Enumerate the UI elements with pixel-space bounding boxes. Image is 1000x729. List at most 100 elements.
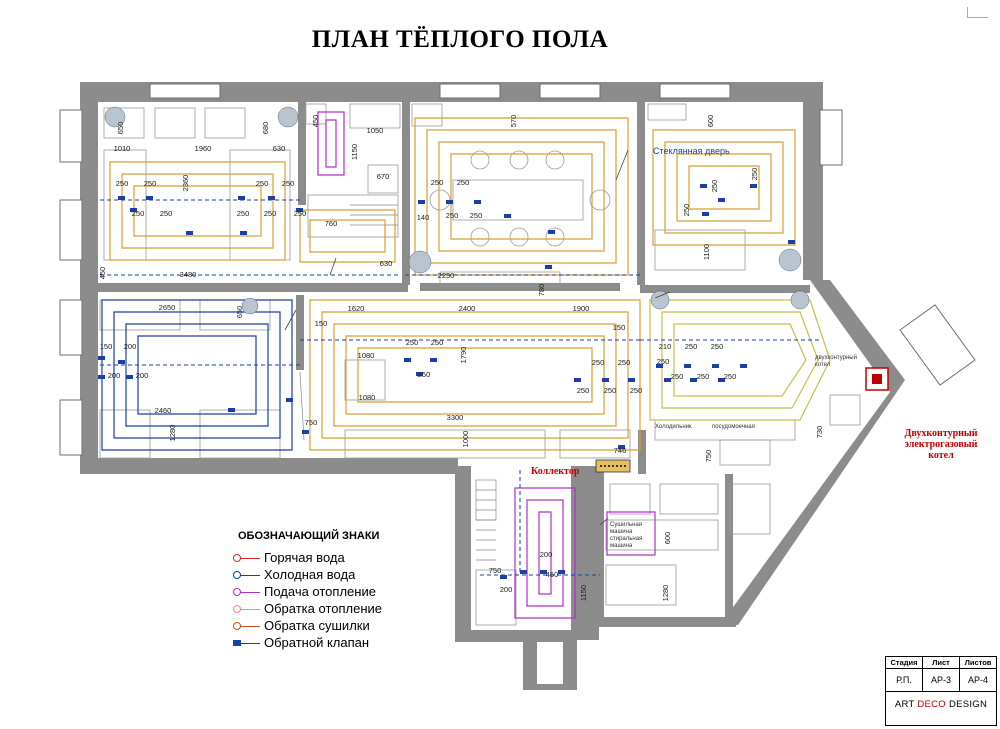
dimension-label: 600 [706, 115, 715, 128]
blue-dot-icon [230, 569, 260, 581]
brand-art: ART [894, 699, 915, 710]
check-valve-markers [98, 184, 795, 579]
legend-title: ОБОЗНАЧАЮЩИЙ ЗНАКИ [238, 530, 380, 542]
dimension-label: 250 [256, 179, 269, 188]
dimension-label: 250 [577, 386, 590, 395]
dimension-label: 746 [614, 446, 627, 455]
legend-item: Обратной клапан [230, 634, 460, 651]
dimension-label: 1050 [367, 126, 384, 135]
dimension-label: 3480 [180, 270, 197, 279]
dimension-label: 250 [431, 338, 444, 347]
sheet-corner-mark [967, 7, 988, 18]
collector-label: Коллектор [531, 466, 580, 477]
pipe-lines [100, 199, 820, 576]
dimension-label: 250 [116, 179, 129, 188]
dimension-label: 450 [546, 570, 559, 579]
glass-door-label: Стеклянная дверь [653, 146, 730, 156]
door-swings [284, 149, 671, 526]
boiler-icon [865, 367, 889, 391]
dimension-label: 450 [98, 267, 107, 280]
dimension-label: 1280 [168, 425, 177, 442]
dimension-label: 2360 [181, 175, 190, 192]
dimension-label: 650 [116, 122, 125, 135]
dimension-label: 250 [144, 179, 157, 188]
collector-box [595, 459, 631, 473]
dimension-label: 250 [264, 209, 277, 218]
legend-item-label: Обратка сушилки [264, 618, 370, 633]
dimension-label: 3300 [447, 413, 464, 422]
dimension-label: 2250 [438, 271, 455, 280]
dimension-label: 250 [604, 386, 617, 395]
red-dot-icon [230, 552, 260, 564]
sheets-value: АР-4 [967, 675, 988, 685]
boiler-label: Двухконтурный электрогазовый котел [904, 428, 978, 461]
sheets-header: Листов [964, 658, 992, 667]
dimension-label: 250 [671, 372, 684, 381]
dimension-label: 150 [613, 323, 626, 332]
title-block: Стадия Лист Листов Р.П. АР-3 АР-4 ART DE… [885, 656, 997, 726]
dimension-label: 150 [315, 319, 328, 328]
dimension-label: 250 [657, 357, 670, 366]
legend-item: Обратка сушилки [230, 617, 460, 634]
title-block-values: Р.П. АР-3 АР-4 [886, 669, 996, 692]
dimension-label: 250 [132, 209, 145, 218]
washer-label: Сушильная машина стиральная машина [610, 522, 643, 549]
dimension-label: 1900 [573, 304, 590, 313]
stage-header: Стадия [886, 657, 923, 668]
legend-item-label: Подача отопление [264, 584, 376, 599]
dimension-label: 250 [470, 211, 483, 220]
dimension-label: 1100 [702, 244, 711, 260]
dimension-label: 250 [592, 358, 605, 367]
dimension-label: 250 [457, 178, 470, 187]
dimension-label: 750 [704, 450, 713, 463]
windows [59, 83, 976, 456]
dimension-label: 600 [663, 532, 672, 545]
dimension-label: 650 [235, 306, 244, 319]
stage-value: Р.П. [886, 669, 923, 691]
dimension-label: 780 [537, 284, 546, 297]
heating-loops [101, 111, 831, 619]
dimension-label: 1080 [358, 351, 375, 360]
fridge-label: Холодильник [655, 424, 692, 430]
dimension-label: 250 [160, 209, 173, 218]
dimension-label: 250 [711, 342, 724, 351]
dimension-label: 250 [724, 372, 737, 381]
legend-item: Холодная вода [230, 566, 460, 583]
dimension-label: 1080 [359, 393, 376, 402]
dimension-label: 200 [540, 550, 553, 559]
page-title: ПЛАН ТЁПЛОГО ПОЛА [311, 26, 609, 53]
dimension-label: 250 [294, 209, 307, 218]
dimension-label: 750 [489, 566, 502, 575]
dimension-label: 250 [418, 370, 431, 379]
dimension-label: 2650 [159, 303, 176, 312]
dimension-label: 630 [273, 144, 286, 153]
stairs [299, 204, 496, 561]
dimension-label: 670 [377, 172, 390, 181]
legend-item: Подача отопление [230, 583, 460, 600]
legend-item-label: Холодная вода [264, 567, 356, 582]
dimension-label: 140 [417, 213, 430, 222]
walls [80, 82, 905, 690]
dimension-label: 1790 [459, 347, 468, 364]
dimension-label: 250 [685, 342, 698, 351]
brown-dot-icon [230, 620, 260, 632]
dimension-label: 630 [380, 259, 393, 268]
dimension-label: 200 [136, 371, 149, 380]
brand-deco: DECO [917, 699, 946, 710]
dimension-label: 250 [431, 178, 444, 187]
dimension-label: 1620 [348, 304, 365, 313]
dimension-label: 1010 [114, 144, 131, 153]
dimension-label: 2460 [155, 406, 172, 415]
dimension-label: 250 [697, 372, 710, 381]
dimension-label: 250 [406, 338, 419, 347]
dimension-label: 250 [682, 204, 691, 217]
purple-dot-icon [230, 586, 260, 598]
dimension-label: 250 [237, 209, 250, 218]
sheet-value: АР-3 [923, 669, 960, 691]
studio-brand: ART DECO DESIGN [886, 692, 996, 710]
pink-dot-icon [230, 603, 260, 615]
legend-item: Горячая вода [230, 549, 460, 566]
